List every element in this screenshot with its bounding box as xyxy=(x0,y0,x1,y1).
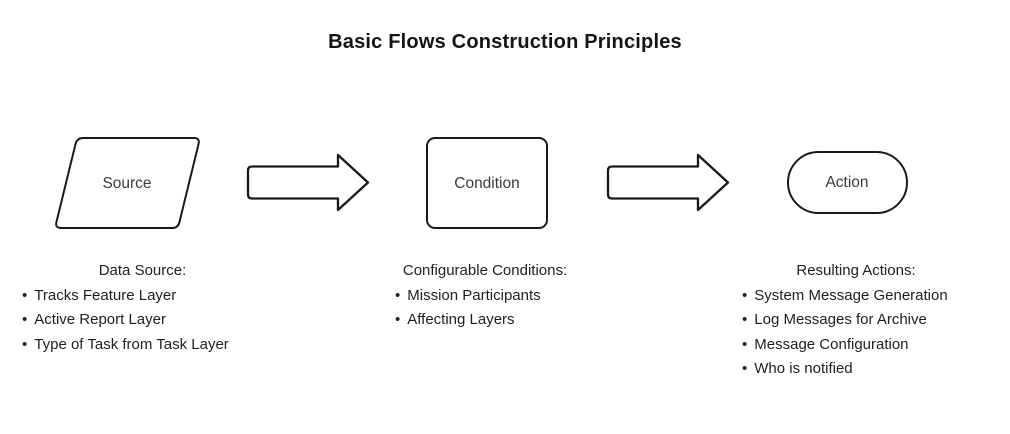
list-item: Who is notified xyxy=(722,357,990,382)
action-node-label: Action xyxy=(825,174,869,191)
source-node-label: Source xyxy=(102,175,152,192)
condition-node-label: Condition xyxy=(454,175,520,192)
diagram-title: Basic Flows Construction Principles xyxy=(328,31,682,53)
list-item: Mission Participants xyxy=(372,284,598,309)
list-item: Active Report Layer xyxy=(10,308,275,333)
list-item: System Message Generation xyxy=(722,284,990,309)
source-parallelogram-shape xyxy=(55,137,200,229)
resulting-actions-column: Resulting Actions: System Message Genera… xyxy=(722,259,990,382)
block-arrow-right-icon xyxy=(246,153,370,212)
block-arrow-right-icon xyxy=(606,153,730,212)
bullet-list: Mission Participants Affecting Layers xyxy=(372,284,598,333)
list-item: Message Configuration xyxy=(722,333,990,358)
list-item: Log Messages for Archive xyxy=(722,308,990,333)
configurable-conditions-column: Configurable Conditions: Mission Partici… xyxy=(372,259,598,333)
list-item: Affecting Layers xyxy=(372,308,598,333)
data-source-column: Data Source: Tracks Feature Layer Active… xyxy=(10,259,275,357)
column-header: Data Source: xyxy=(98,262,187,279)
list-item: Tracks Feature Layer xyxy=(10,284,275,309)
list-item: Type of Task from Task Layer xyxy=(10,333,275,358)
column-header: Configurable Conditions: xyxy=(402,262,568,279)
bullet-list: Tracks Feature Layer Active Report Layer… xyxy=(10,284,275,358)
action-stadium-shape xyxy=(787,151,908,214)
bullet-list: System Message Generation Log Messages f… xyxy=(722,284,990,382)
column-header: Resulting Actions: xyxy=(796,262,916,279)
condition-rectangle-shape xyxy=(426,137,548,229)
